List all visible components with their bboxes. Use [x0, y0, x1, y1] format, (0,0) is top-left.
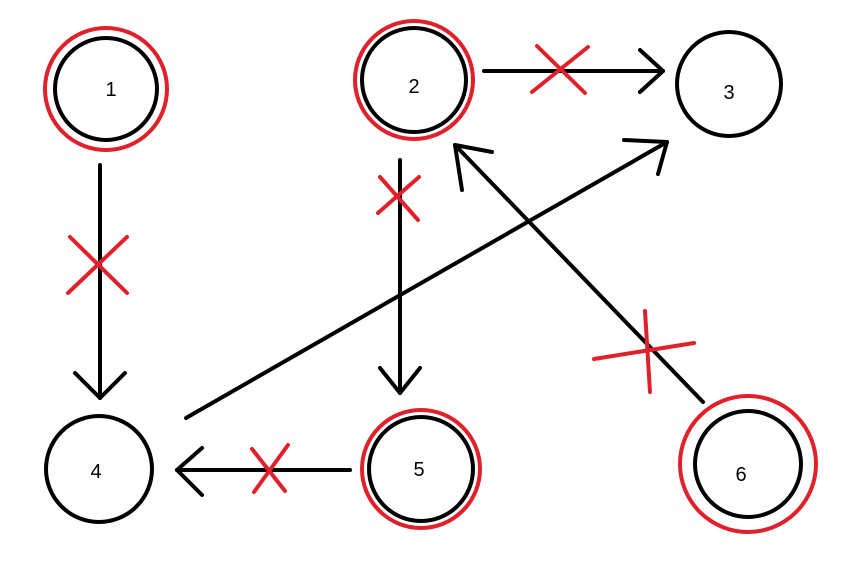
node-2: 2	[353, 19, 475, 141]
edge-1-4	[66, 163, 129, 400]
cross-mark	[66, 235, 129, 295]
node-circle	[367, 415, 475, 523]
cross-mark	[530, 44, 590, 95]
node-3: 3	[675, 30, 783, 138]
arrow-head	[453, 143, 494, 192]
node-circle	[44, 414, 154, 524]
node-6: 6	[678, 394, 818, 534]
arrow-head	[175, 446, 204, 497]
node-highlight-ring	[360, 408, 482, 530]
node-highlight-ring	[43, 26, 169, 152]
cross-mark	[376, 175, 421, 222]
cross-mark	[250, 443, 290, 494]
cross-mark	[592, 309, 696, 394]
node-circle	[675, 30, 783, 138]
node-label: 5	[413, 459, 424, 481]
node-5: 5	[360, 408, 482, 530]
edge-2-3	[482, 44, 665, 95]
node-circle	[360, 26, 468, 134]
node-circle	[53, 36, 159, 142]
node-label: 3	[723, 82, 734, 104]
edge-6-2	[453, 143, 705, 404]
edge-line	[453, 143, 705, 404]
arrow-head	[638, 48, 665, 94]
node-label: 4	[90, 461, 101, 483]
edge-5-4	[175, 443, 352, 497]
node-4: 4	[44, 414, 154, 524]
node-highlight-ring	[353, 19, 475, 141]
edge-4-3	[184, 138, 669, 420]
arrow-head	[73, 371, 127, 400]
node-label: 2	[408, 76, 419, 98]
arrow-head	[378, 366, 422, 395]
node-label: 6	[735, 464, 746, 486]
node-label: 1	[105, 79, 116, 101]
edge-line	[184, 140, 669, 420]
node-highlight-ring	[678, 394, 818, 534]
edge-2-5	[376, 158, 422, 395]
node-1: 1	[43, 26, 169, 152]
node-circle	[693, 409, 803, 519]
arrow-head	[622, 138, 669, 176]
